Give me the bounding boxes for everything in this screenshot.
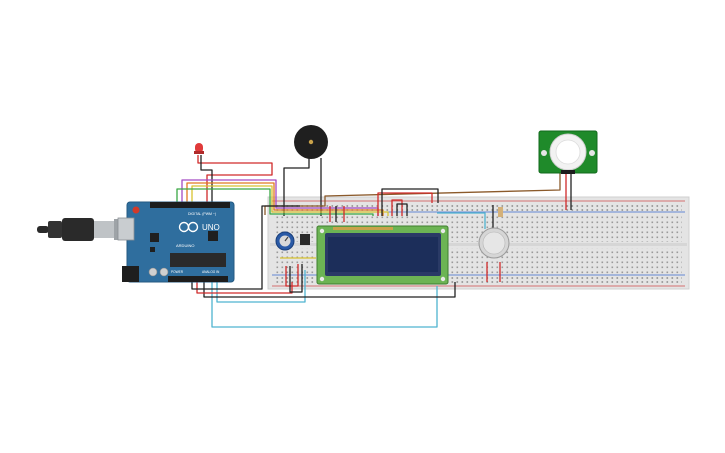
wire-jumper-black-2: [396, 203, 408, 216]
wire-buzzer-black: [283, 158, 310, 216]
wire-ultra-cyan: [437, 212, 486, 229]
wire-led-red: [197, 155, 273, 203]
lcd-16x2-display: [316, 225, 449, 285]
transistor-component: [300, 234, 310, 245]
red-led-icon: [194, 143, 204, 154]
arduino-uno-board: UNO ARDUINO DIGITAL (PWM ~) POWER ANALOG…: [117, 201, 235, 283]
board-maker-label: ARDUINO: [176, 243, 194, 248]
wire-bottom-black-2: [191, 205, 300, 290]
ultrasonic-sensor-icon: [478, 227, 510, 259]
wires: [176, 155, 572, 328]
wire-bottom-cyan: [211, 280, 438, 328]
board-model-label: UNO: [202, 223, 220, 232]
wire-bottom-cyan-2: [216, 270, 306, 303]
pir-motion-sensor-icon: [538, 130, 598, 174]
analog-header-label: ANALOG IN: [202, 270, 220, 274]
wire-bottom-red: [196, 280, 293, 294]
power-header-label: POWER: [171, 270, 184, 274]
usb-cable-icon: [37, 218, 130, 241]
digital-header-label: DIGITAL (PWM ~): [188, 212, 216, 216]
wire-green: [176, 188, 374, 216]
wire-jumper-red-2: [391, 199, 403, 216]
wire-pir-brown: [264, 172, 561, 215]
wire-orange: [186, 182, 384, 216]
wire-rail-red: [377, 192, 433, 216]
wire-rail-black: [381, 188, 439, 216]
dc-power-jack-icon: [122, 266, 139, 282]
piezo-buzzer-icon: [294, 125, 328, 159]
wire-bottom-red-2: [285, 264, 299, 287]
potentiometer-icon: [275, 231, 295, 251]
wire-bottom-black-3: [289, 264, 303, 293]
resistor-component: [498, 207, 503, 217]
